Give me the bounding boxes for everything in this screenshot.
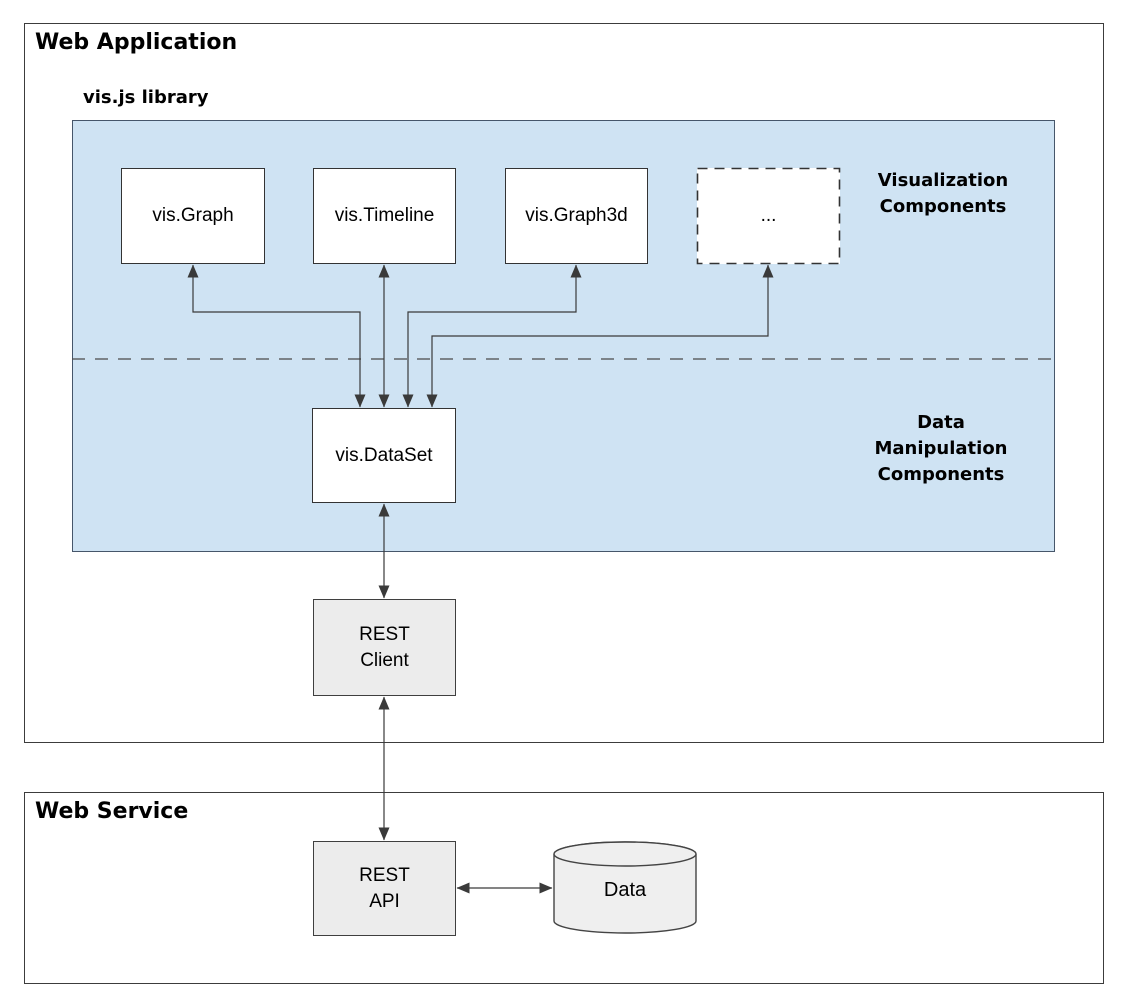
node-rest-client: REST Client bbox=[313, 599, 456, 696]
visjs-library-title: vis.js library bbox=[83, 87, 209, 108]
node-vis-dataset: vis.DataSet bbox=[312, 408, 456, 503]
data-store-label: Data bbox=[603, 879, 647, 901]
database-cylinder-icon bbox=[553, 841, 697, 934]
data-manipulation-line1: Data bbox=[917, 412, 965, 433]
visualization-components-line1: Visualization bbox=[877, 170, 1009, 191]
data-manipulation-line3: Components bbox=[877, 464, 1005, 485]
node-vis-timeline: vis.Timeline bbox=[313, 168, 456, 264]
visualization-components-label: Visualization Components bbox=[858, 168, 1028, 220]
web-service-title: Web Service bbox=[35, 799, 189, 824]
data-manipulation-components-label: Data Manipulation Components bbox=[856, 410, 1026, 488]
node-vis-graph: vis.Graph bbox=[121, 168, 265, 264]
node-more-components: ... bbox=[697, 168, 840, 264]
node-data-store: Data bbox=[553, 841, 697, 934]
web-application-title: Web Application bbox=[35, 30, 238, 55]
node-vis-graph3d: vis.Graph3d bbox=[505, 168, 648, 264]
node-rest-api: REST API bbox=[313, 841, 456, 936]
visualization-components-line2: Components bbox=[879, 196, 1007, 217]
data-manipulation-line2: Manipulation bbox=[874, 438, 1008, 459]
